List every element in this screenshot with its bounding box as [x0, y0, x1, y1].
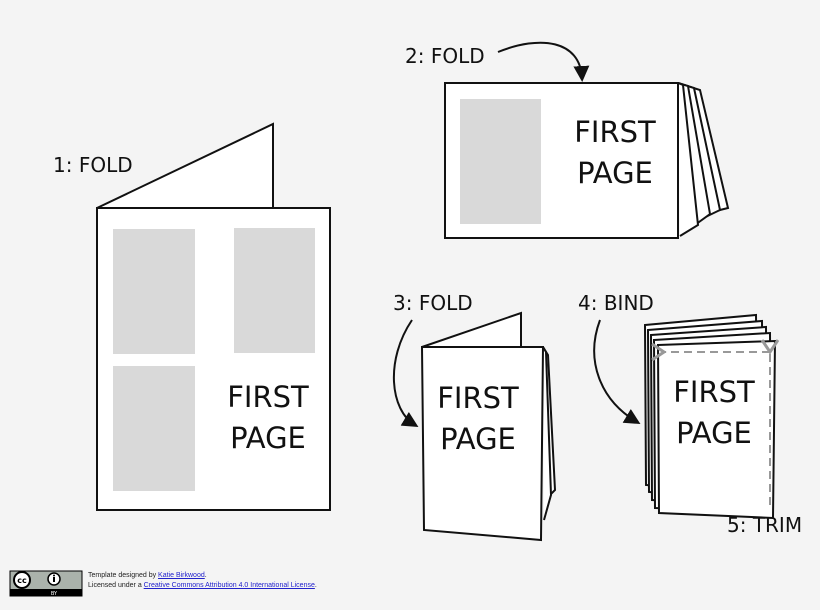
badge-text: BY [51, 591, 58, 597]
license-link[interactable]: Creative Commons Attribution 4.0 Interna… [143, 582, 315, 589]
svg-text:cc: cc [17, 576, 27, 585]
placeholder-panel [234, 228, 315, 353]
placeholder-panel [460, 99, 541, 224]
bound-booklet [656, 339, 777, 520]
first-page-text: FIRST [574, 115, 656, 149]
step3-label: 3: FOLD [393, 291, 473, 315]
credit-prefix: Template designed by [88, 572, 159, 579]
step1-label: 1: FOLD [53, 153, 133, 177]
arrow-icon [393, 319, 419, 428]
arrow-icon [497, 41, 590, 82]
cc-by-badge[interactable]: cc BY [9, 570, 83, 597]
punct: . [204, 572, 207, 579]
step4-stack: FIRST PAGE [643, 313, 780, 520]
cc-icon [13, 571, 31, 589]
license-prefix: Licensed under a [88, 582, 144, 589]
author-link[interactable]: Katie Birkwood [158, 572, 205, 579]
first-page-text: PAGE [440, 422, 516, 456]
placeholder-panel [113, 366, 195, 491]
step3-sheet: FIRST PAGE [420, 311, 557, 542]
folded-booklet [420, 346, 545, 542]
first-page-text: PAGE [577, 156, 653, 190]
first-page-text: FIRST [227, 380, 309, 414]
arrow-icon [593, 319, 641, 425]
placeholder-panel [113, 229, 195, 354]
first-page-text: PAGE [676, 416, 752, 450]
first-page-text: FIRST [673, 375, 755, 409]
step1-sheet: FIRST PAGE [96, 122, 331, 511]
step2-label: 2: FOLD [405, 44, 485, 68]
credit-text: Template designed by Katie Birkwood. Lic… [88, 571, 317, 591]
step2-sheet: FIRST PAGE [444, 82, 730, 239]
step4-label: 4: BIND [578, 291, 654, 315]
step5-label: 5: TRIM [727, 513, 802, 537]
first-page-text: PAGE [230, 421, 306, 455]
punct: . [314, 582, 317, 589]
first-page-text: FIRST [437, 381, 519, 415]
